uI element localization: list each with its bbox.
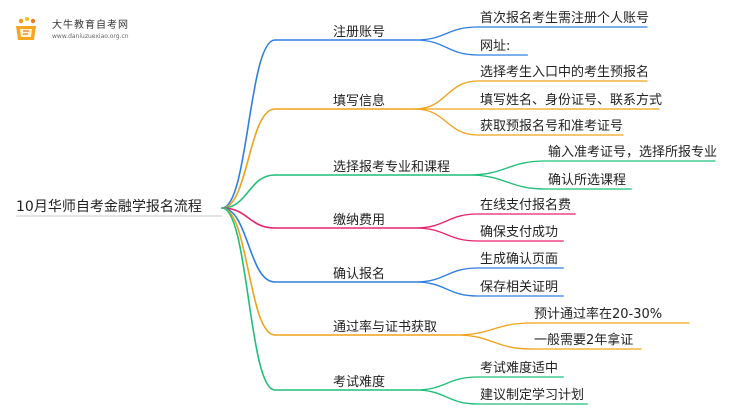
child-connector — [414, 213, 479, 229]
child-connector — [414, 26, 479, 41]
child-topic[interactable]: 确保支付成功 — [480, 225, 558, 240]
child-topic[interactable]: 一般需要2年拿证 — [534, 332, 633, 348]
branch-topic[interactable]: 注册账号 — [333, 25, 385, 40]
graduation-book-icon — [16, 17, 36, 40]
child-connector — [414, 389, 479, 405]
logo-url: www.daniuzuexiao.org.cn — [52, 33, 129, 40]
child-connector — [414, 108, 479, 136]
child-connector — [414, 376, 479, 391]
branch-connector — [221, 174, 276, 209]
child-topic[interactable]: 预计通过率在20-30% — [534, 306, 662, 322]
child-connector — [414, 227, 479, 242]
child-topic[interactable]: 输入准考证号，选择所报专业 — [548, 144, 717, 160]
branch-topic[interactable]: 考试难度 — [333, 374, 385, 390]
child-topic[interactable]: 网址: — [480, 39, 510, 54]
branch-topic[interactable]: 选择报考专业和课程 — [333, 160, 450, 175]
logo-name: 大牛教育自考网 — [52, 20, 129, 31]
child-connector — [414, 267, 479, 283]
child-topic[interactable]: 选择考生入口中的考生预报名 — [480, 64, 649, 80]
branch-topic[interactable]: 缴纳费用 — [333, 213, 385, 228]
child-topic[interactable]: 首次报名考生需注册个人账号 — [480, 10, 649, 26]
branch-topic[interactable]: 确认报名 — [333, 266, 385, 282]
child-topic[interactable]: 考试难度适中 — [480, 360, 558, 376]
child-connector — [467, 174, 547, 190]
child-connector — [454, 334, 533, 350]
branch-topic[interactable]: 填写信息 — [333, 93, 385, 109]
child-connector — [414, 80, 479, 110]
root-topic[interactable]: 10月华师自考金融学报名流程 — [16, 199, 202, 215]
branch-connector — [221, 108, 276, 209]
child-connector — [467, 160, 547, 176]
child-topic[interactable]: 确认所选课程 — [548, 173, 626, 188]
branch-connector — [221, 39, 276, 209]
branch-connector — [221, 207, 276, 391]
child-topic[interactable]: 建议制定学习计划 — [480, 387, 584, 403]
child-topic[interactable]: 填写姓名、身份证号、联系方式 — [480, 92, 662, 108]
child-topic[interactable]: 获取预报名号和准考证号 — [480, 118, 623, 134]
branch-topic[interactable]: 通过率与证书获取 — [333, 319, 437, 335]
branch-connector — [221, 207, 276, 229]
branch-connector — [221, 207, 276, 283]
child-topic[interactable]: 保存相关证明 — [480, 280, 558, 295]
site-logo[interactable]: 大牛教育自考网 www.daniuzuexiao.org.cn — [12, 14, 152, 48]
child-connector — [414, 39, 479, 56]
child-topic[interactable]: 生成确认页面 — [480, 252, 558, 267]
child-connector — [454, 322, 533, 336]
child-topic[interactable]: 在线支付报名费 — [480, 197, 571, 213]
child-connector — [414, 281, 479, 297]
branch-connector — [221, 207, 276, 336]
